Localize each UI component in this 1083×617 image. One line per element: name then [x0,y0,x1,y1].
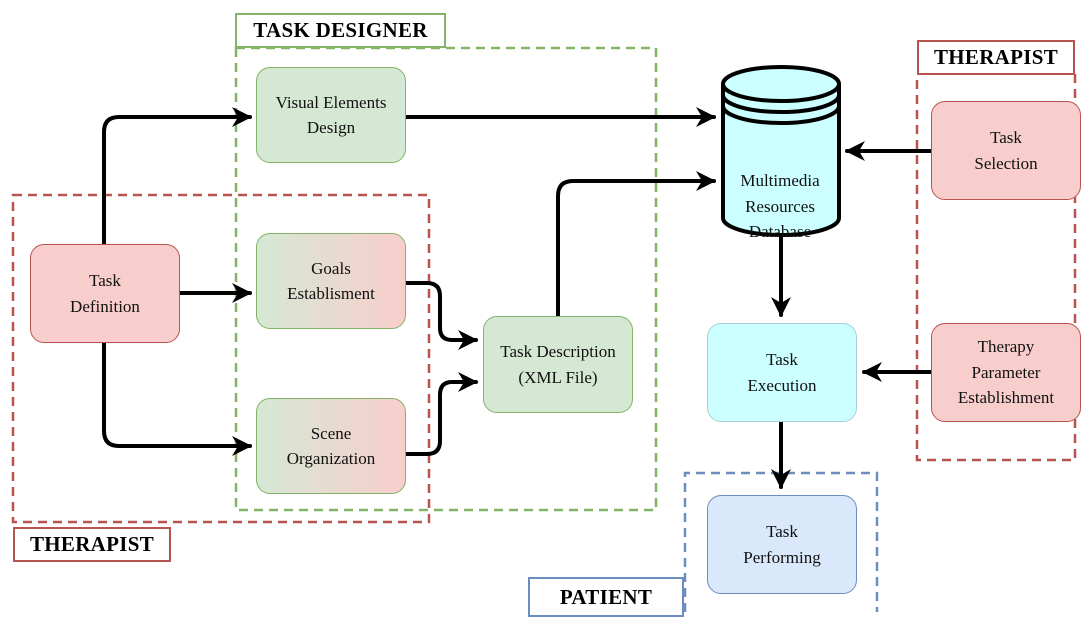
therapist-right-group [915,74,1077,462]
task-execution-node: Task Execution [707,323,857,422]
database-label: Multimedia Resources Database [740,171,820,241]
arrow-goals-to-description [404,281,478,350]
visual-elements-design-node: Visual Elements Design [256,67,406,163]
task-designer-group [234,46,658,512]
therapist-left-label: THERAPIST [13,527,171,562]
task-selection-node: Task Selection [931,101,1081,200]
task-description-text: Task Description (XML File) [500,342,616,387]
goals-establishment-text: Goals Establisment [287,258,375,304]
task-performing-text: Task Performing [743,522,821,567]
therapist-left-group [11,193,431,524]
therapy-parameter-text: Therapy Parameter Establishment [957,337,1055,408]
scene-organization-text: Scene Organization [286,423,376,469]
task-execution-text: Task Execution [747,350,817,395]
task-description-node: Task Description (XML File) [483,316,633,413]
database-cylinder [721,65,841,237]
task-definition-text: Task Definition [70,271,140,316]
arrow-description-to-database [556,171,716,318]
patient-label: PATIENT [528,577,684,617]
task-designer-label: TASK DESIGNER [235,13,446,48]
task-performing-node: Task Performing [707,495,857,594]
arrow-scene-to-description [404,372,478,456]
goals-establishment-node: Goals Establisment [256,233,406,329]
therapist-right-label: THERAPIST [917,40,1075,75]
arrow-definition-to-scene [102,341,252,456]
scene-organization-node: Scene Organization [256,398,406,494]
therapy-parameter-node: Therapy Parameter Establishment [931,323,1081,422]
task-definition-node: Task Definition [30,244,180,343]
arrow-definition-to-visual [102,107,252,246]
visual-elements-design-text: Visual Elements Design [275,92,387,138]
task-selection-text: Task Selection [974,128,1038,173]
